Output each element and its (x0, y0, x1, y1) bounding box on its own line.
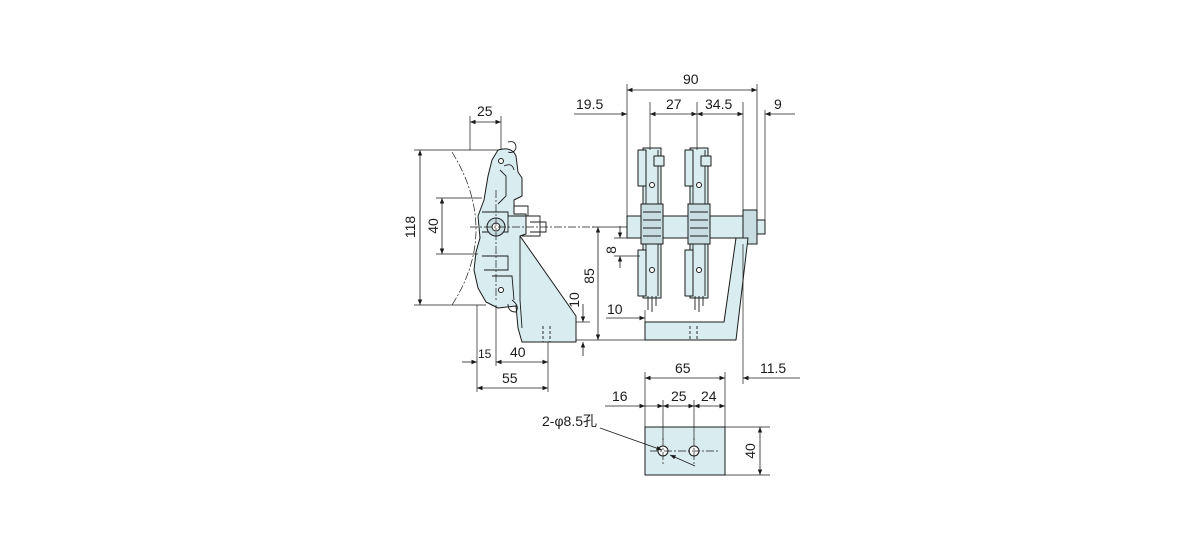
shaft-nut (756, 219, 766, 235)
dim-plate-edge-to-hole: 16 (612, 388, 628, 404)
dim-plate-width: 65 (675, 360, 691, 376)
left-arm (637, 147, 665, 312)
side-view: 25 118 40 15 40 55 (402, 103, 596, 392)
dim-front-arm-pitch: 27 (666, 96, 682, 112)
front-view: 90 19.5 27 34.5 9 85 10 8 10 11.5 (566, 71, 800, 384)
dim-plate-hole-to-edge: 24 (701, 388, 717, 404)
base-plate-view: 65 16 25 24 40 2-φ8.5孔 (542, 360, 770, 476)
right-arm (684, 147, 712, 312)
dim-side-base-hole-pitch: 40 (510, 344, 526, 360)
dim-side-width-top: 25 (477, 103, 493, 119)
hole-callout: 2-φ8.5孔 (542, 413, 597, 429)
dim-front-base-thickness: 10 (566, 292, 582, 308)
dim-front-overall-width: 90 (683, 71, 699, 87)
dim-plate-depth: 40 (742, 443, 758, 459)
dim-side-pivot-span: 40 (425, 218, 441, 234)
dim-front-end-offset: 11.5 (760, 360, 786, 376)
dim-front-arm-offset: 8 (603, 246, 619, 254)
dim-front-arm-to-end: 34.5 (705, 96, 732, 112)
dim-side-base-offset: 15 (478, 347, 492, 361)
dim-front-base-step: 10 (607, 301, 623, 317)
dim-plate-hole-pitch: 25 (671, 388, 687, 404)
dim-side-base-width: 55 (502, 370, 518, 386)
side-view-body (473, 148, 577, 343)
swing-arc (451, 151, 477, 306)
dim-side-height-total: 118 (402, 216, 418, 239)
dim-front-left-offset: 19.5 (576, 96, 603, 112)
dim-front-shaft-height: 85 (581, 268, 597, 284)
dim-front-shaft-end: 9 (774, 96, 782, 112)
